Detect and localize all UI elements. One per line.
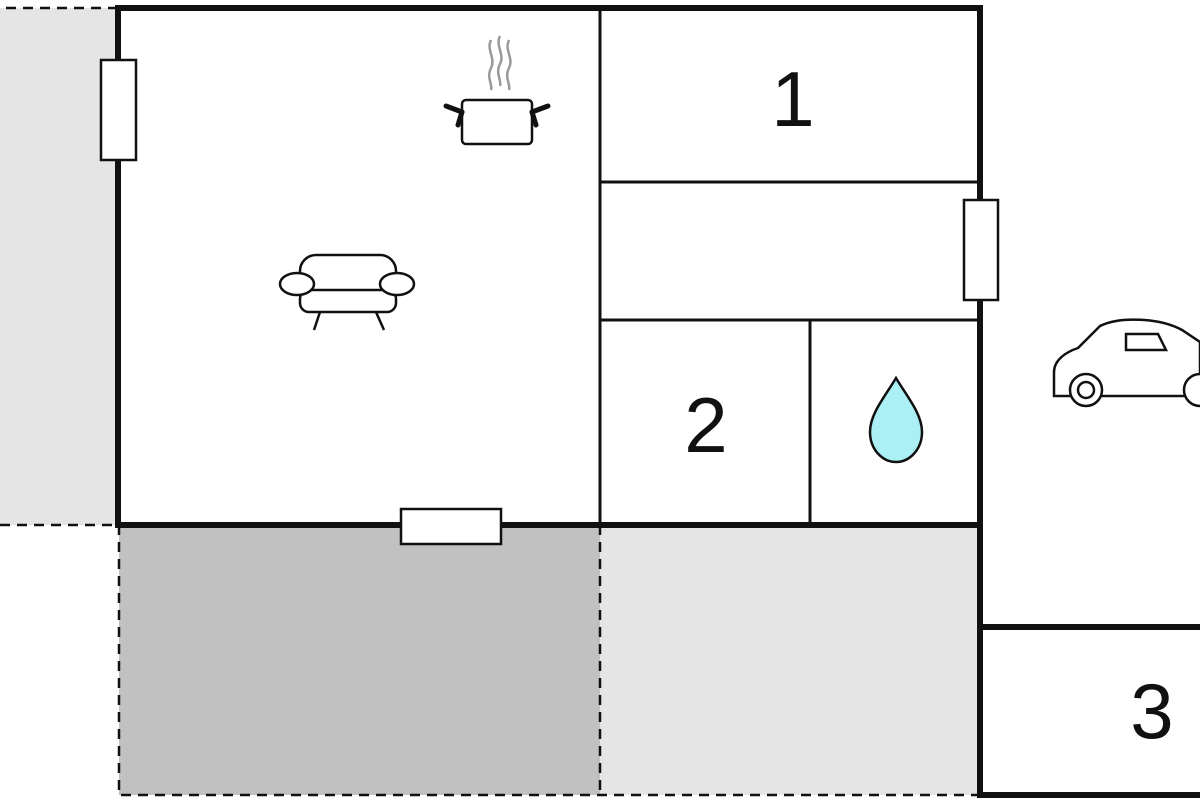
terrace-light bbox=[600, 525, 980, 795]
room-3-label: 3 bbox=[1130, 667, 1173, 755]
window-left bbox=[99, 58, 138, 162]
annex-wall bbox=[977, 525, 1200, 798]
room-2-label: 2 bbox=[684, 381, 727, 469]
room-1-label: 1 bbox=[771, 55, 814, 143]
building-outline bbox=[115, 5, 983, 528]
car-icon bbox=[1052, 318, 1200, 408]
terrace-dark bbox=[119, 525, 600, 795]
window-right bbox=[962, 198, 1000, 302]
outdoor-area-left-border bbox=[0, 6, 118, 527]
outdoor-area-left bbox=[0, 8, 118, 525]
terrace-border bbox=[117, 525, 980, 797]
window-bottom bbox=[399, 507, 503, 546]
sofa-icon bbox=[278, 253, 416, 331]
water-drop-icon bbox=[868, 375, 924, 464]
cooking-pot-icon bbox=[443, 35, 551, 146]
